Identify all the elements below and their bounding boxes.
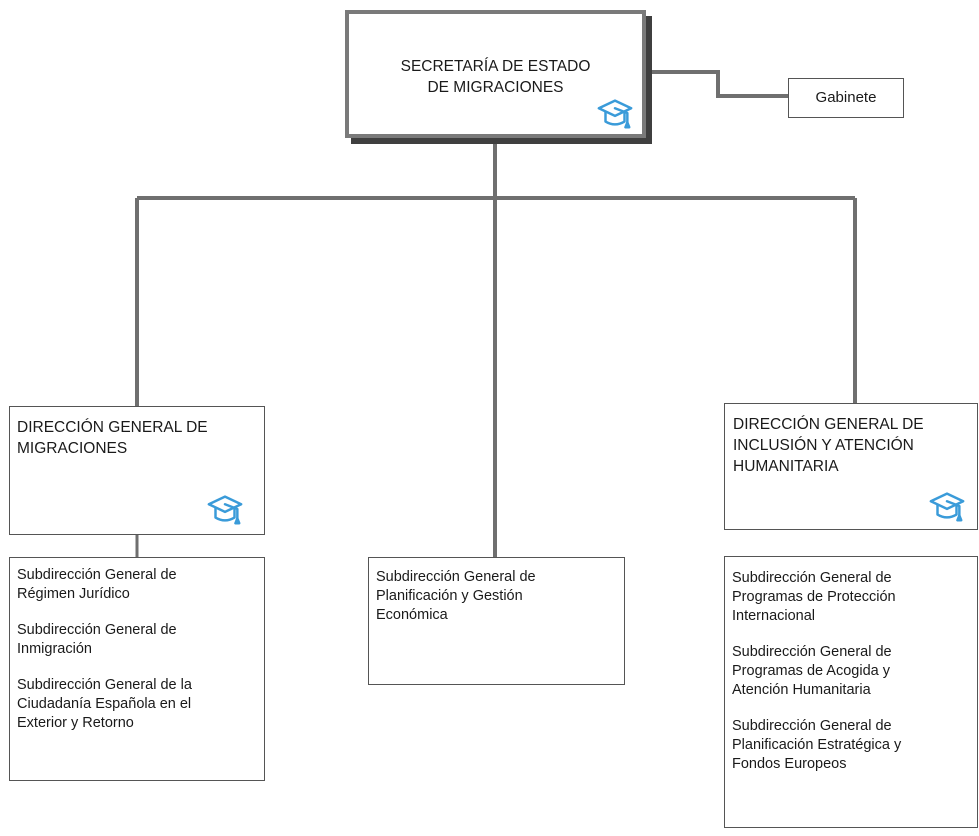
subunits-dg-inclusion: Subdirección General de Programas de Pro… bbox=[724, 556, 978, 828]
node-direccion-general-inclusion[interactable]: DIRECCIÓN GENERAL DE INCLUSIÓN Y ATENCIÓ… bbox=[724, 403, 978, 530]
subunit-line: Económica bbox=[376, 607, 448, 623]
subunit-line: Planificación y Gestión bbox=[376, 588, 523, 604]
graduation-cap-icon bbox=[597, 99, 633, 129]
subunit-line: Subdirección General de bbox=[732, 644, 892, 660]
root-title-line-2: DE MIGRACIONES bbox=[427, 79, 564, 96]
subunit-planificacion-gestion-economica-text: Subdirección General de Planificación y … bbox=[376, 568, 616, 625]
subunits-dg-migraciones: Subdirección General de Régimen Jurídico… bbox=[9, 557, 265, 781]
subunit-line: Exterior y Retorno bbox=[17, 715, 134, 731]
dg-inclusion-title-line-1: DIRECCIÓN GENERAL DE bbox=[733, 416, 924, 433]
subunit-proteccion-internacional[interactable]: Subdirección General de Programas de Pro… bbox=[732, 569, 969, 626]
subunit-line: Subdirección General de bbox=[17, 622, 177, 638]
subunit-acogida-atencion-humanitaria[interactable]: Subdirección General de Programas de Aco… bbox=[732, 643, 969, 700]
node-gabinete[interactable]: Gabinete bbox=[788, 78, 904, 118]
root-title-line-1: SECRETARÍA DE ESTADO bbox=[400, 58, 591, 75]
subunit-line: Inmigración bbox=[17, 641, 92, 657]
node-secretaria-estado-migraciones[interactable]: SECRETARÍA DE ESTADO DE MIGRACIONES bbox=[345, 10, 646, 138]
connector-root-gabinete bbox=[646, 70, 788, 98]
graduation-cap-icon bbox=[207, 495, 243, 525]
dg-inclusion-title-line-2: INCLUSIÓN Y ATENCIÓN bbox=[733, 437, 914, 454]
subunit-line: Fondos Europeos bbox=[732, 756, 847, 772]
dg-inclusion-title-line-3: HUMANITARIA bbox=[733, 458, 839, 475]
subunit-regimen-juridico[interactable]: Subdirección General de Régimen Jurídico bbox=[17, 566, 256, 604]
subunit-line: Subdirección General de bbox=[376, 569, 536, 585]
dg-migraciones-title-line-2: MIGRACIONES bbox=[17, 440, 128, 457]
subunit-line: Planificación Estratégica y bbox=[732, 737, 902, 753]
subunit-line: Internacional bbox=[732, 608, 816, 624]
subunit-line: Subdirección General de bbox=[17, 567, 177, 583]
subunit-line: Ciudadanía Española en el bbox=[17, 696, 192, 712]
subunit-planificacion-gestion-economica[interactable]: Subdirección General de Planificación y … bbox=[368, 557, 625, 685]
subunit-line: Subdirección General de bbox=[732, 718, 892, 734]
node-direccion-general-migraciones[interactable]: DIRECCIÓN GENERAL DE MIGRACIONES bbox=[9, 406, 265, 535]
graduation-cap-icon bbox=[929, 492, 965, 522]
subunit-line: Programas de Protección bbox=[732, 589, 896, 605]
subunit-line: Atención Humanitaria bbox=[732, 682, 871, 698]
subunit-line: Régimen Jurídico bbox=[17, 586, 130, 602]
subunit-ciudadania-espanola-exterior[interactable]: Subdirección General de la Ciudadanía Es… bbox=[17, 676, 256, 733]
gabinete-label: Gabinete bbox=[815, 89, 877, 106]
subunit-line: Programas de Acogida y bbox=[732, 663, 890, 679]
subunit-line: Subdirección General de bbox=[732, 570, 892, 586]
subunit-line: Subdirección General de la bbox=[17, 677, 192, 693]
dg-migraciones-title-line-1: DIRECCIÓN GENERAL DE bbox=[17, 419, 208, 436]
subunit-inmigracion[interactable]: Subdirección General de Inmigración bbox=[17, 621, 256, 659]
subunit-planificacion-estrategica-fondos[interactable]: Subdirección General de Planificación Es… bbox=[732, 717, 969, 774]
